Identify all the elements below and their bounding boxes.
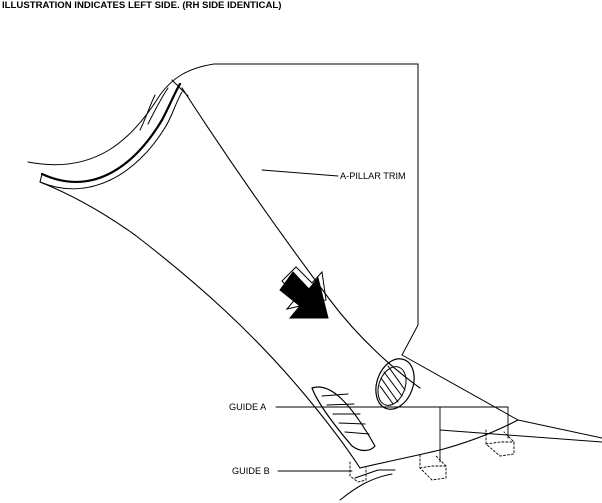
pillar-top-curl-inner [39,91,183,190]
guide-a-clip-right [485,429,515,457]
guide-a-clip-left [419,454,447,481]
guide-a-label: GUIDE A [229,402,267,412]
speaker-grille [375,358,415,410]
a-pillar-trim-leader [261,169,339,177]
bold-arrow-down-right-icon [279,266,329,319]
roof-edge-line [27,63,419,166]
guide-a-leader [275,406,509,463]
pillar-left-edge [39,181,361,469]
a-pillar-trim-label: A-PILLAR TRIM [340,171,406,181]
illustration-note: ILLUSTRATION INDICATES LEFT SIDE. (RH SI… [2,0,282,11]
pillar-rim-detail [139,79,189,131]
cowl-edge-line [439,429,602,443]
pillar-top-curl [40,82,182,183]
guide-b-label: GUIDE B [232,466,270,476]
pillar-foot [359,419,519,469]
vent-grille [311,386,376,452]
windshield-edge-line [401,63,602,439]
pillar-foot-lower [339,469,396,501]
pillar-top-curl-edge [39,173,43,183]
pillar-right-edge [181,87,421,389]
